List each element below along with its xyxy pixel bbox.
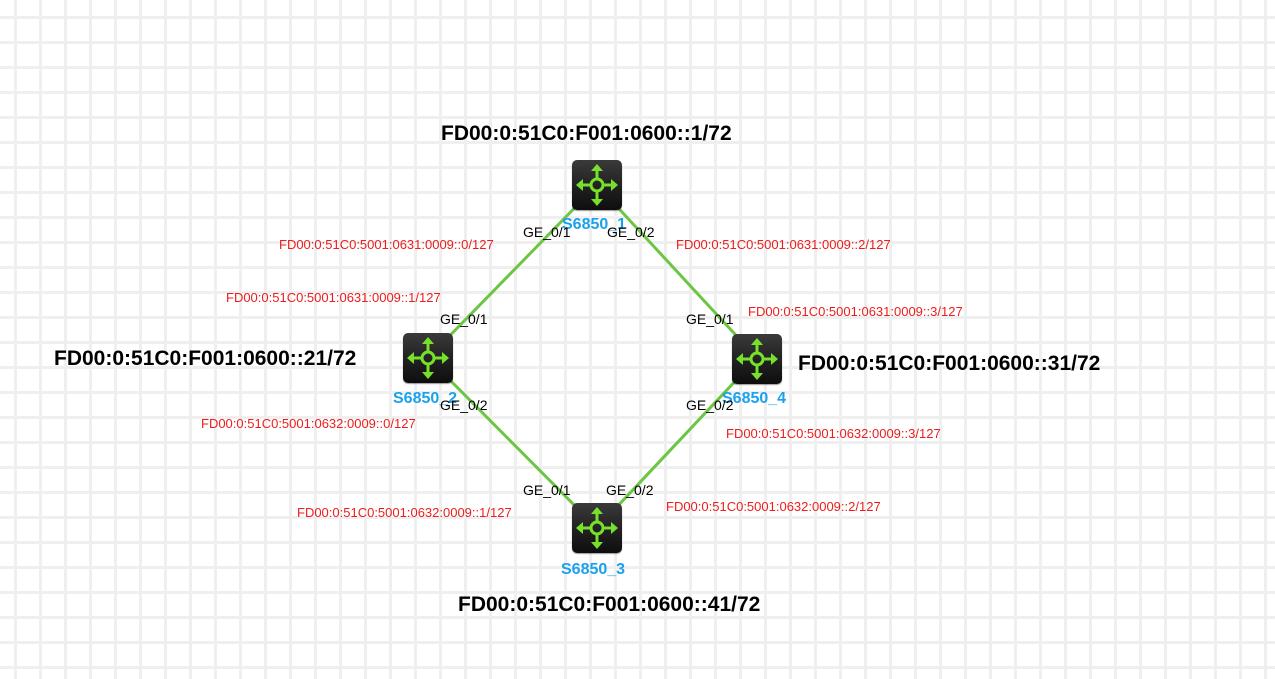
node-name-s6850-1: S6850_1: [562, 216, 627, 233]
ip-label-s6850-3-ge0-2: FD00:0:51C0:5001:0632:0009::2/127: [666, 499, 881, 514]
port-label-s6850-4-ge0-1: GE_0/1: [686, 311, 734, 327]
switch-node-s6850-2[interactable]: [403, 333, 453, 383]
loopback-address-s6850-4: FD00:0:51C0:F001:0600::31/72: [798, 352, 1101, 375]
ip-label-s6850-4-ge0-2: FD00:0:51C0:5001:0632:0009::3/127: [726, 426, 941, 441]
link-s6850-1-s6850-2[interactable]: [426, 183, 599, 360]
link-s6850-1-s6850-4[interactable]: [595, 183, 759, 360]
ip-label-s6850-2-ge0-2: FD00:0:51C0:5001:0632:0009::0/127: [201, 416, 416, 431]
router-icon: [576, 507, 618, 549]
loopback-address-s6850-3: FD00:0:51C0:F001:0600::41/72: [458, 593, 761, 616]
router-icon: [576, 164, 618, 206]
switch-node-s6850-4[interactable]: [732, 334, 782, 384]
switch-node-s6850-1[interactable]: [572, 160, 622, 210]
port-label-s6850-3-ge0-2: GE_0/2: [606, 482, 654, 498]
node-name-s6850-3: S6850_3: [561, 561, 626, 578]
loopback-address-s6850-1: FD00:0:51C0:F001:0600::1/72: [441, 122, 732, 145]
ip-label-s6850-1-ge0-2: FD00:0:51C0:5001:0631:0009::2/127: [676, 237, 891, 252]
port-label-s6850-3-ge0-1: GE_0/1: [523, 482, 571, 498]
link-s6850-2-s6850-3[interactable]: [426, 356, 599, 530]
node-name-s6850-2: S6850_2: [393, 390, 458, 407]
ip-label-s6850-2-ge0-1: FD00:0:51C0:5001:0631:0009::1/127: [226, 290, 441, 305]
port-label-s6850-2-ge0-1: GE_0/1: [440, 311, 488, 327]
port-label-s6850-2-ge0-2: GE_0/2: [440, 397, 488, 413]
link-s6850-4-s6850-3[interactable]: [595, 356, 759, 530]
loopback-address-s6850-2: FD00:0:51C0:F001:0600::21/72: [54, 347, 357, 370]
ip-label-s6850-3-ge0-1: FD00:0:51C0:5001:0632:0009::1/127: [297, 505, 512, 520]
node-name-s6850-4: S6850_4: [722, 390, 787, 407]
port-label-s6850-4-ge0-2: GE_0/2: [686, 397, 734, 413]
router-icon: [407, 337, 449, 379]
port-label-s6850-1-ge0-2: GE_0/2: [607, 224, 655, 240]
ip-label-s6850-4-ge0-1: FD00:0:51C0:5001:0631:0009::3/127: [748, 304, 963, 319]
router-icon: [736, 338, 778, 380]
switch-node-s6850-3[interactable]: [572, 503, 622, 553]
ip-label-s6850-1-ge0-1: FD00:0:51C0:5001:0631:0009::0/127: [279, 237, 494, 252]
port-label-s6850-1-ge0-1: GE_0/1: [523, 224, 571, 240]
